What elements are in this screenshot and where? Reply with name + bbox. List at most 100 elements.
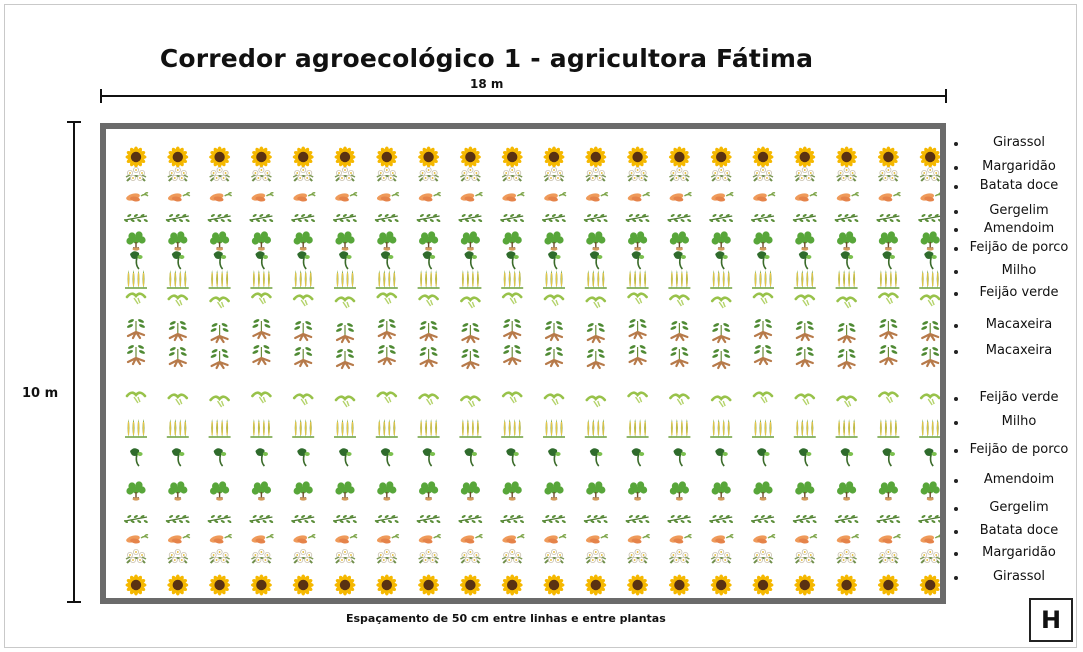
daisy-bush-icon bbox=[919, 549, 940, 564]
bullet-icon bbox=[954, 507, 958, 511]
sweet-potato-icon bbox=[251, 534, 274, 544]
sunflower-icon bbox=[794, 146, 816, 168]
corn-icon bbox=[919, 419, 940, 438]
sweet-potato-icon bbox=[209, 534, 233, 544]
jack-bean-icon bbox=[422, 251, 436, 270]
daisy-bush-icon bbox=[292, 549, 314, 564]
legend-item: Girassol bbox=[948, 134, 1083, 154]
peanut-icon bbox=[293, 231, 313, 251]
sweet-potato-icon bbox=[920, 192, 940, 202]
cassava-icon bbox=[503, 319, 522, 340]
sweet-potato-icon bbox=[753, 192, 776, 202]
sweet-potato-icon bbox=[669, 534, 692, 544]
green-bean-icon bbox=[334, 296, 356, 309]
sweet-potato-icon bbox=[585, 534, 609, 544]
peanut-icon bbox=[920, 481, 940, 501]
cassava-icon bbox=[294, 321, 313, 342]
sunflower-icon bbox=[250, 574, 272, 596]
sesame-icon bbox=[165, 515, 190, 523]
peanut-icon bbox=[210, 481, 230, 501]
green-bean-icon bbox=[878, 391, 899, 404]
jack-bean-icon bbox=[130, 251, 143, 270]
green-bean-icon bbox=[919, 393, 940, 406]
jack-bean-icon bbox=[798, 448, 812, 467]
peanut-icon bbox=[878, 231, 898, 251]
sunflower-icon bbox=[292, 146, 314, 168]
daisy-bush-icon bbox=[585, 549, 607, 564]
daisy-bush-icon bbox=[209, 549, 230, 564]
sesame-icon bbox=[458, 515, 483, 523]
sweet-potato-icon bbox=[836, 534, 860, 544]
peanut-icon bbox=[419, 481, 439, 501]
sunflower-icon bbox=[585, 574, 607, 596]
corn-icon bbox=[793, 270, 816, 289]
corn-icon bbox=[208, 270, 231, 289]
sunflower-icon bbox=[334, 574, 356, 596]
planting-row bbox=[125, 419, 940, 438]
peanut-icon bbox=[837, 231, 857, 251]
green-bean-icon bbox=[460, 395, 481, 408]
cassava-icon bbox=[670, 347, 689, 368]
sunflower-icon bbox=[627, 146, 649, 168]
legend-label: Girassol bbox=[992, 135, 1046, 150]
daisy-bush-icon bbox=[418, 549, 439, 564]
planting-row bbox=[125, 167, 940, 182]
sesame-icon bbox=[500, 214, 524, 222]
peanut-icon bbox=[878, 481, 898, 501]
legend-item: Feijão verde bbox=[948, 389, 1083, 409]
sesame-icon bbox=[249, 515, 274, 523]
green-bean-icon bbox=[794, 393, 816, 406]
cassava-icon bbox=[377, 345, 396, 366]
sweet-potato-icon bbox=[126, 192, 149, 202]
sweet-potato-icon bbox=[293, 534, 316, 544]
legend-label: Milho bbox=[1001, 414, 1037, 429]
sweet-potato-icon bbox=[711, 534, 734, 544]
corn-icon bbox=[125, 419, 147, 438]
legend-label: Batata doce bbox=[979, 178, 1059, 193]
legend-item: Amendoim bbox=[948, 220, 1083, 240]
sweet-potato-icon bbox=[836, 192, 860, 202]
daisy-bush-icon bbox=[209, 167, 230, 182]
jack-bean-icon bbox=[715, 251, 728, 270]
sesame-icon bbox=[667, 515, 692, 523]
sweet-potato-icon bbox=[460, 534, 483, 544]
peanut-icon bbox=[795, 481, 815, 501]
legend-label: Margaridão bbox=[982, 545, 1056, 560]
green-bean-icon bbox=[919, 294, 940, 307]
cassava-icon bbox=[586, 323, 605, 344]
sweet-potato-icon bbox=[502, 534, 525, 544]
peanut-icon bbox=[544, 481, 564, 501]
bullet-icon bbox=[954, 530, 958, 534]
corn-icon bbox=[877, 419, 900, 438]
corn-icon bbox=[835, 270, 858, 289]
daisy-bush-icon bbox=[836, 167, 857, 182]
corn-icon bbox=[334, 270, 356, 289]
green-bean-icon bbox=[292, 393, 314, 406]
green-bean-icon bbox=[460, 296, 481, 309]
sesame-icon bbox=[333, 214, 357, 222]
sesame-icon bbox=[416, 515, 441, 523]
legend-label: Feijão de porco bbox=[969, 240, 1069, 255]
daisy-bush-icon bbox=[501, 549, 523, 564]
planting-row bbox=[126, 319, 940, 344]
sesame-icon bbox=[751, 515, 775, 523]
bullet-icon bbox=[954, 210, 958, 214]
sesame-icon bbox=[124, 515, 148, 523]
daisy-bush-icon bbox=[878, 167, 899, 182]
sesame-icon bbox=[165, 214, 190, 222]
daisy-bush-icon bbox=[167, 549, 189, 564]
planting-row bbox=[130, 251, 937, 270]
sesame-icon bbox=[709, 515, 733, 523]
sweet-potato-icon bbox=[251, 192, 274, 202]
peanut-icon bbox=[628, 481, 648, 501]
cassava-icon bbox=[461, 323, 480, 344]
cassava-icon bbox=[712, 349, 731, 370]
daisy-bush-icon bbox=[334, 167, 356, 182]
daisy-bush-icon bbox=[543, 549, 565, 564]
corn-icon bbox=[166, 419, 189, 438]
bullet-icon bbox=[954, 479, 958, 483]
green-bean-icon bbox=[501, 391, 523, 404]
corn-icon bbox=[501, 270, 524, 289]
planting-row bbox=[124, 515, 940, 523]
